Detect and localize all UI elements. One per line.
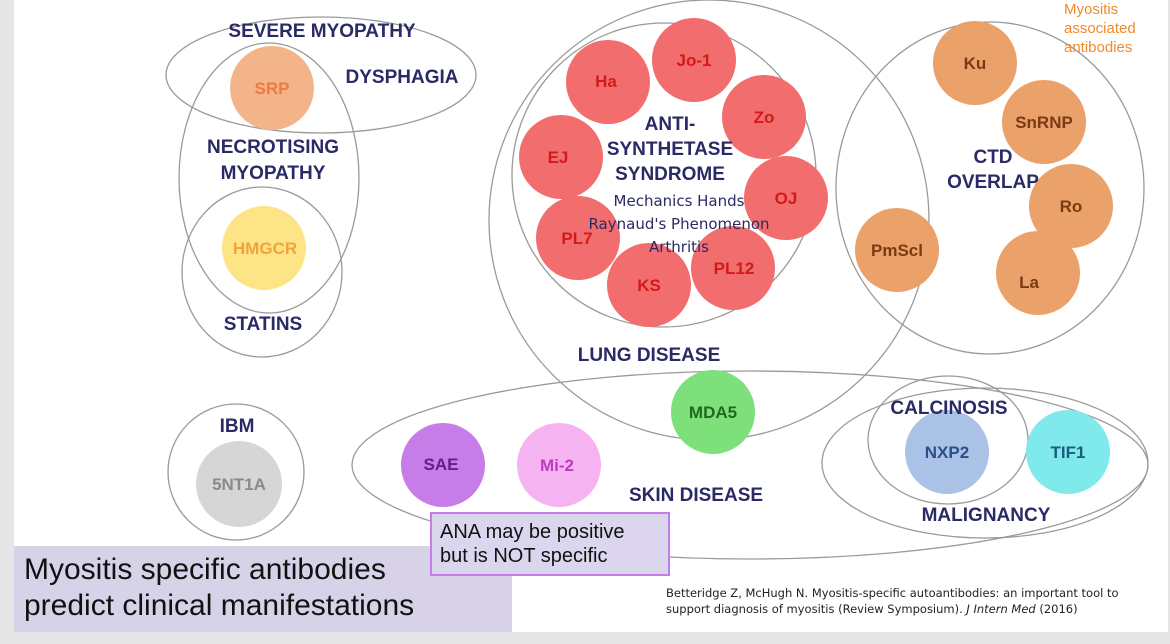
antibody-circle-5nt1a	[196, 441, 282, 527]
label-necrotising: NECROTISING	[207, 137, 339, 158]
label-statins: STATINS	[224, 314, 302, 335]
label-mechanics-hands: Mechanics Hands	[614, 192, 745, 210]
antibody-label-pmscl: PmScl	[871, 241, 923, 260]
antibody-label-ku: Ku	[964, 54, 987, 73]
label-dysphagia: DYSPHAGIA	[346, 67, 459, 88]
region-malignancy	[821, 387, 1149, 539]
antibody-circle-pmscl	[855, 208, 939, 292]
antibody-label-pl12: PL12	[714, 259, 755, 278]
label-severe-myopathy: SEVERE MYOPATHY	[228, 21, 416, 42]
antibody-label-ro: Ro	[1060, 197, 1083, 216]
antibody-circle-sae	[401, 423, 485, 507]
region-ctd-overlap	[835, 21, 1145, 355]
antibody-label-mi2: Mi-2	[540, 456, 574, 475]
antibody-circle-oj	[744, 156, 828, 240]
region-ibm	[167, 403, 305, 541]
antibody-circle-zo	[722, 75, 806, 159]
slide-title: Myositis specific antibodies predict cli…	[24, 553, 415, 622]
ana-note-box: ANA may be positive but is NOT specific	[430, 512, 670, 576]
label-raynauds: Raynaud's Phenomenon	[588, 215, 769, 233]
antibody-circle-ks	[607, 243, 691, 327]
legend-myositis-associated-antibodies: Myositis associated antibodies	[1064, 1, 1136, 56]
label-lung-disease: LUNG DISEASE	[578, 345, 721, 366]
antibody-circle-pl12	[691, 226, 775, 310]
label-arthritis: Arthritis	[649, 238, 709, 256]
antibody-circle-ej	[519, 115, 603, 199]
antibody-label-snrnp: SnRNP	[1015, 113, 1073, 132]
citation: Betteridge Z, McHugh N. Myositis-specifi…	[666, 585, 1146, 617]
antibody-circle-mda5	[671, 370, 755, 454]
antibody-circle-pl7	[536, 196, 620, 280]
citation-journal: J Intern Med	[966, 602, 1036, 616]
antibody-label-mda5: MDA5	[689, 403, 737, 422]
antibody-label-la: La	[1019, 273, 1039, 292]
region-severe-myopathy	[165, 16, 477, 134]
antibody-label-pl7: PL7	[561, 229, 592, 248]
antibody-label-jo1: Jo-1	[677, 51, 712, 70]
region-statins	[181, 186, 343, 358]
label-synthetase: SYNTHETASE	[607, 139, 733, 160]
antibody-label-oj: OJ	[775, 189, 798, 208]
label-ibm: IBM	[220, 416, 255, 437]
antibody-label-ks: KS	[637, 276, 661, 295]
antibody-label-srp: SRP	[255, 79, 290, 98]
antibody-label-ha: Ha	[595, 72, 617, 91]
label-anti: ANTI-	[645, 114, 696, 135]
label-necrotising-myopathy: MYOPATHY	[221, 163, 326, 184]
antibody-circle-la	[996, 231, 1080, 315]
antibody-label-ej: EJ	[548, 148, 569, 167]
antibody-label-nxp2: NXP2	[925, 443, 969, 462]
antibody-label-tif1: TIF1	[1051, 443, 1086, 462]
antibody-circle-mi2	[517, 423, 601, 507]
label-calcinosis: CALCINOSIS	[890, 398, 1007, 419]
citation-main: Betteridge Z, McHugh N. Myositis-specifi…	[666, 586, 1119, 616]
label-overlap: OVERLAP	[947, 172, 1039, 193]
antibody-label-5nt1a: 5NT1A	[212, 475, 266, 494]
antibody-label-zo: Zo	[754, 108, 775, 127]
antibody-label-sae: SAE	[424, 455, 459, 474]
label-malignancy: MALIGNANCY	[922, 505, 1051, 526]
citation-year: (2016)	[1035, 602, 1078, 616]
antibody-circle-ro	[1029, 164, 1113, 248]
footer-banner	[14, 546, 512, 632]
label-syndrome: SYNDROME	[615, 164, 725, 185]
antibody-circle-tif1	[1026, 410, 1110, 494]
antibody-circle-ku	[933, 21, 1017, 105]
antibody-circle-snrnp	[1002, 80, 1086, 164]
label-ctd: CTD	[973, 147, 1012, 168]
antibody-circle-jo1	[652, 18, 736, 102]
antibody-circle-hmgcr	[222, 206, 306, 290]
region-necrotising-myopathy	[178, 42, 360, 314]
antibody-circle-nxp2	[905, 410, 989, 494]
antibody-circle-ha	[566, 40, 650, 124]
antibody-circle-srp	[230, 46, 314, 130]
label-skin-disease: SKIN DISEASE	[629, 485, 763, 506]
antibody-label-hmgcr: HMGCR	[233, 239, 297, 258]
